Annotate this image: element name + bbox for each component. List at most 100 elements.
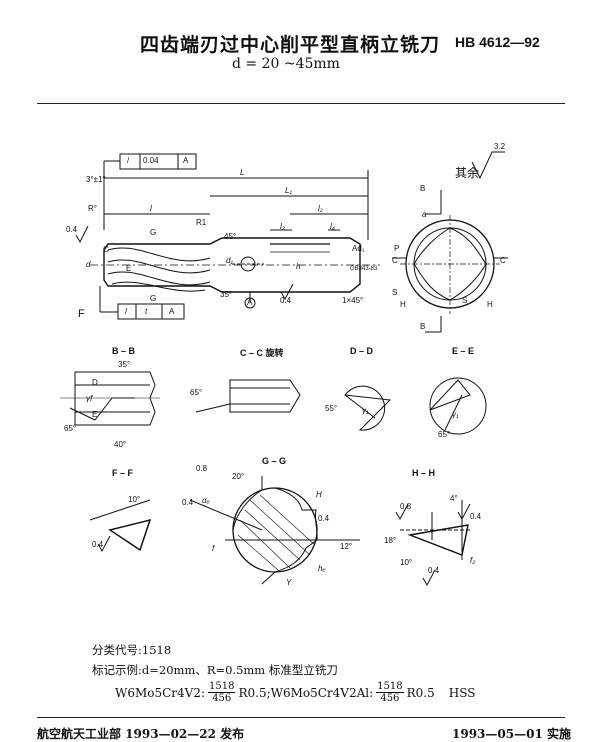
marking-fraction-2: 1518 456: [376, 681, 404, 704]
marking-part1: W6Mo5Cr4V2:: [115, 685, 206, 700]
ee-angle-65: 65°: [438, 430, 451, 439]
frac2-numerator: 1518: [376, 681, 404, 693]
gg-roughness-08: 0.8: [196, 464, 208, 473]
class-code: 分类代号:1518: [92, 643, 172, 657]
issuer-date: 航空航天工业部 1993—02—22 发布: [37, 727, 245, 741]
hh-roughness-04-bottom: 0.4: [428, 566, 440, 575]
gg-roughness-04: 0.4: [182, 498, 194, 507]
section-gg-title: G – G: [262, 456, 287, 466]
gg-alpha-e: αₑ: [202, 496, 210, 505]
section-bb-title: B – B: [112, 346, 136, 356]
section-mark-E: E: [126, 264, 132, 273]
end-C-left: C: [392, 256, 398, 265]
marking-fraction-1: 1518 456: [208, 681, 236, 704]
dd-angle-55: 55°: [325, 404, 338, 413]
roughness-value: 3.2: [494, 142, 506, 151]
frac1-denominator: 456: [212, 693, 232, 704]
section-mark-B-bottom: B: [420, 322, 426, 331]
frac1-numerator: 1518: [208, 681, 236, 693]
roughness-04-left: 0.4: [66, 225, 78, 234]
roughness-note: 其余: [455, 166, 480, 180]
section-dd-title: D – D: [350, 346, 374, 356]
section-ee-title: E – E: [452, 346, 475, 356]
end-S2: S: [462, 296, 468, 305]
datum-A: A: [247, 298, 253, 307]
gg-angle-12: 12°: [340, 542, 353, 551]
dim-L1: L₁: [285, 186, 292, 195]
tol-bottom-value: t: [145, 307, 148, 316]
gg-angle-20: 20°: [232, 472, 245, 481]
ff-roughness: 0.4: [92, 540, 104, 549]
marking-hss: HSS: [448, 685, 476, 700]
radius-R: R°: [88, 204, 97, 213]
marking-part3: R0.5: [406, 685, 435, 700]
marking-part2: R0.5;W6Mo5Cr4V2Al:: [238, 685, 374, 700]
tol-top-value: 0.04: [143, 156, 159, 165]
dim-l2: l₂: [318, 204, 323, 213]
frac2-denominator: 456: [380, 693, 400, 704]
bb-gamma: γf: [86, 394, 93, 403]
gb-note: GB343-83: [350, 266, 378, 272]
dd-gamma: γ₁: [362, 406, 369, 415]
gg-f: f: [212, 544, 215, 553]
end-P: P: [394, 244, 400, 253]
end-H-right: H: [487, 300, 493, 309]
effective-date: 1993—05—01 实施: [452, 727, 571, 741]
section-mark-C: C: [103, 245, 109, 254]
gg-roughness-04-right: 0.4: [318, 514, 330, 523]
dim-d1: d₁: [226, 256, 233, 265]
bb-angle-65: 65°: [64, 424, 77, 433]
tol-bottom-datum: A: [169, 307, 175, 316]
dim-h: h: [296, 262, 301, 271]
section-ff-title: F – F: [112, 468, 134, 478]
tol-top-datum: A: [183, 156, 189, 165]
end-H-left: H: [400, 300, 406, 309]
end-S: S: [392, 288, 398, 297]
diameter-range: d = 20 ~45mm: [232, 56, 340, 72]
marking-line: W6Mo5Cr4V2: 1518 456 R0.5;W6Mo5Cr4V2Al: …: [115, 681, 475, 704]
angle-45: 45°: [224, 232, 237, 241]
hh-roughness-04: 0.4: [470, 512, 482, 521]
gg-H: H: [316, 490, 322, 499]
gg-Y: Y: [286, 578, 292, 587]
marking-example: 标记示例:d=20mm、R=0.5mm 标准型立铣刀: [92, 663, 338, 677]
dim-l4: l₄: [330, 222, 335, 231]
dim-l: l: [150, 204, 152, 213]
tol-bottom-symbol: /: [125, 307, 128, 316]
radius-R1: R1: [196, 218, 207, 227]
dim-l3: l₃: [280, 222, 285, 231]
bb-angle-40: 40°: [114, 440, 127, 449]
hh-f2: f₂: [470, 556, 476, 565]
hh-angle-18: 18°: [384, 536, 397, 545]
ee-gamma: γ₁: [452, 410, 459, 419]
section-hh-title: H – H: [412, 468, 436, 478]
standard-code: HB 4612—92: [455, 34, 540, 50]
hh-angle-10: 10°: [400, 558, 413, 567]
bb-angle-35: 35°: [118, 360, 131, 369]
section-mark-B-top: B: [420, 184, 426, 193]
angle-3: 3°±1°: [86, 175, 106, 184]
header-divider: [37, 103, 565, 104]
bb-E: E: [92, 410, 98, 419]
section-cc-title: C – C 旋转: [240, 348, 284, 358]
section-mark-F: F: [78, 308, 85, 320]
document-title: 四齿端刃过中心削平型直柄立铣刀: [140, 34, 441, 56]
section-mark-G-top: G: [150, 228, 157, 237]
footer-divider: [37, 717, 565, 718]
tol-top-symbol: /: [127, 156, 130, 165]
chamfer: 1×45°: [342, 296, 364, 305]
gg-h-e: hₑ: [318, 564, 326, 573]
cc-angle-65: 65°: [190, 388, 203, 397]
dim-a: a: [422, 210, 427, 219]
ff-angle-10: 10°: [128, 495, 141, 504]
end-C-right: C: [500, 256, 506, 265]
section-mark-G-bottom: G: [150, 294, 157, 303]
hh-roughness-08: 0.8: [400, 502, 412, 511]
dim-L: L: [240, 168, 245, 177]
hh-angle-4: 4°: [450, 494, 458, 503]
ad1-note: Ad₁: [352, 244, 365, 253]
dim-d: d: [86, 260, 91, 269]
bb-D: D: [92, 378, 98, 387]
roughness-04-mid: 0.4: [280, 296, 292, 305]
